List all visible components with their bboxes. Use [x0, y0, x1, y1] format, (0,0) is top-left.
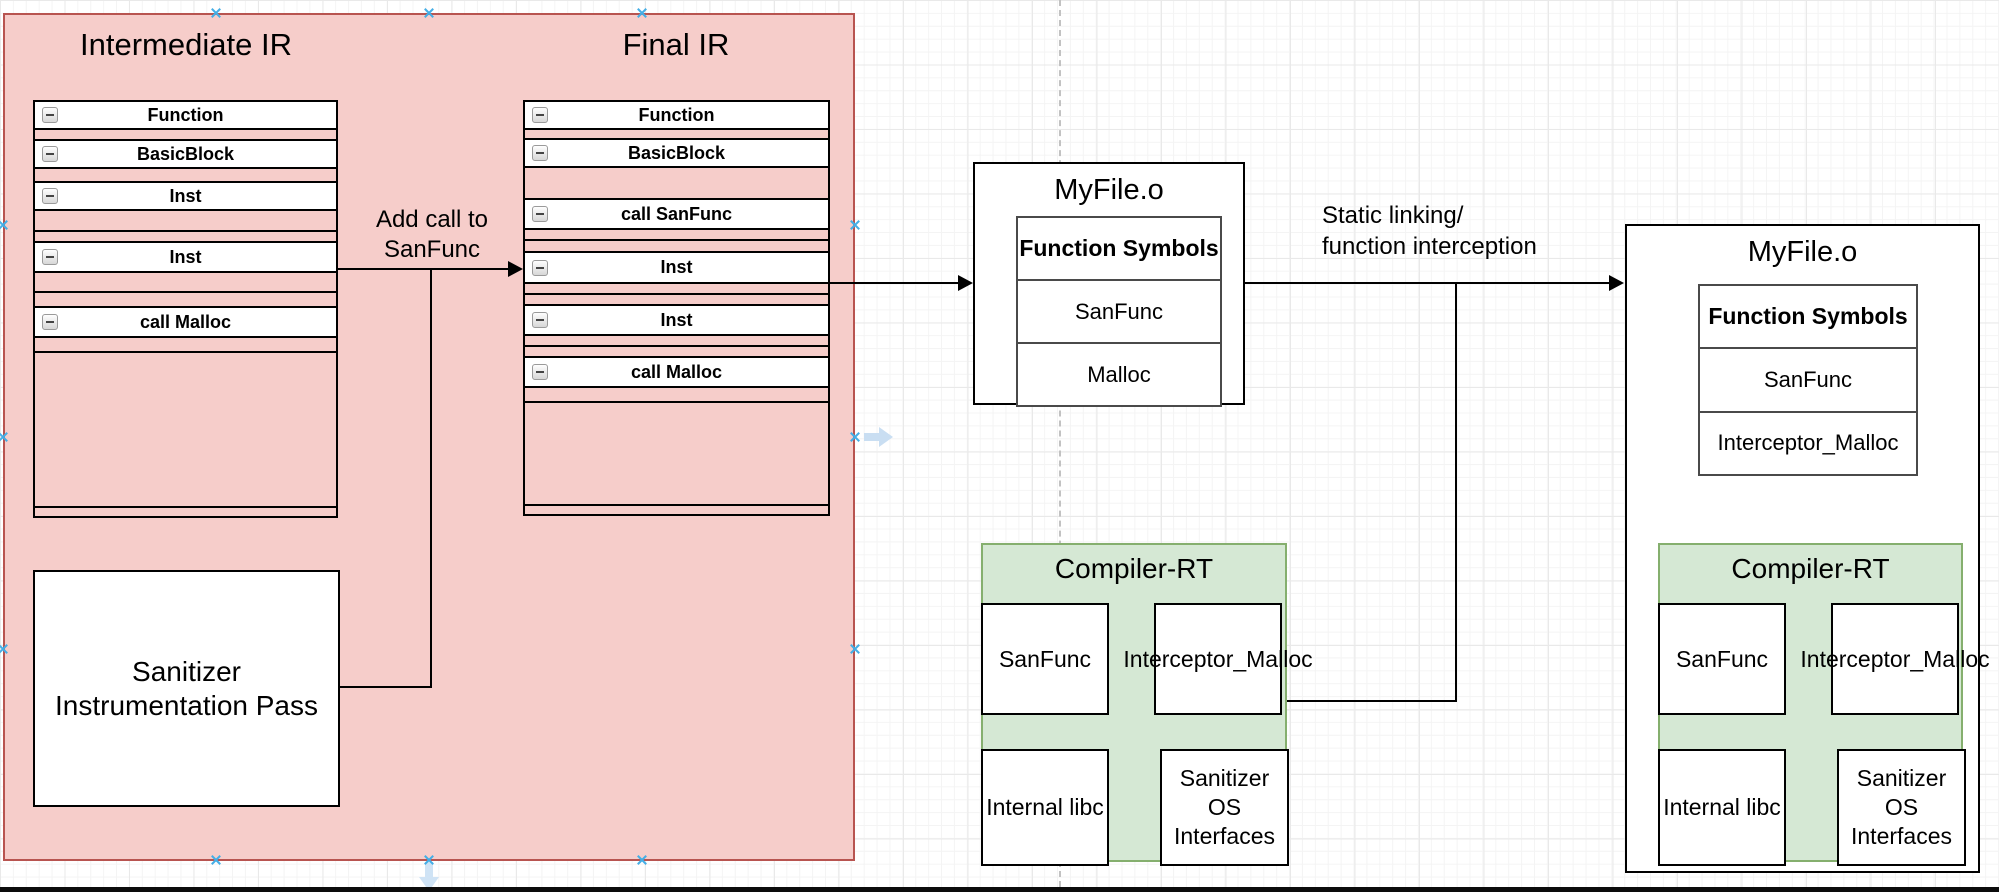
object-file-right-title: MyFile.o	[1747, 236, 1858, 268]
ir-list-spacer	[525, 403, 828, 506]
ir-list-item[interactable]: call SanFunc	[525, 200, 828, 230]
connector-sanitizer-branch-horizontal[interactable]	[340, 686, 432, 688]
collapse-minus-icon[interactable]	[532, 312, 548, 328]
compiler-rt-cell[interactable]: Internal libc	[1658, 749, 1786, 866]
ir-list-spacer	[525, 168, 828, 200]
collapse-minus-icon[interactable]	[42, 146, 58, 162]
intermediate-ir-title: Intermediate IR	[80, 27, 292, 62]
symbol-table-row[interactable]: Malloc	[1018, 342, 1220, 405]
collapse-minus-icon[interactable]	[532, 259, 548, 276]
ir-item-label: call SanFunc	[620, 203, 733, 224]
ir-list-spacer	[35, 130, 336, 141]
ir-list-spacer	[525, 336, 828, 347]
ir-list-spacer	[525, 347, 828, 358]
final-ir-title: Final IR	[622, 27, 730, 62]
collapse-minus-icon[interactable]	[532, 107, 548, 123]
ir-list-spacer	[525, 130, 828, 140]
symbol-table-row[interactable]: SanFunc	[1018, 279, 1220, 342]
compiler-rt-cell[interactable]: Interceptor_Malloc	[1800, 603, 1990, 715]
ir-list-item[interactable]: call Malloc	[35, 308, 336, 338]
ir-item-label: Inst	[660, 257, 693, 277]
compiler-rt-cell[interactable]: SanFunc	[1658, 603, 1786, 715]
ir-list-spacer	[35, 508, 336, 516]
ir-list-spacer	[35, 338, 336, 353]
ir-list-item[interactable]: Inst	[35, 183, 336, 211]
ir-item-label: call Malloc	[630, 361, 723, 382]
compiler-rt-cell[interactable]: Internal libc	[981, 749, 1109, 866]
ir-item-label: Function	[147, 104, 224, 125]
ir-item-label: Inst	[169, 185, 202, 206]
ir-item-label: BasicBlock	[627, 142, 726, 163]
ir-list-spacer	[525, 284, 828, 295]
compiler-rt-cell[interactable]: Sanitizer OS Interfaces	[1160, 749, 1289, 866]
ir-list-item[interactable]: Function	[35, 102, 336, 130]
ir-list-spacer	[525, 388, 828, 403]
ir-list-spacer	[35, 169, 336, 183]
ir-list-item[interactable]: Function	[525, 102, 828, 130]
arrowhead-into-objfile-right-icon	[1609, 275, 1624, 291]
ir-list-item[interactable]: Inst	[35, 243, 336, 273]
arrowhead-into-objfile-mid-icon	[958, 275, 973, 291]
ir-list-spacer	[35, 232, 336, 243]
ir-item-label: call Malloc	[139, 311, 232, 332]
connector-compilerrt-branch-vertical[interactable]	[1455, 282, 1457, 702]
ir-list-spacer	[35, 273, 336, 293]
compiler-rt-cell[interactable]: Interceptor_Malloc	[1123, 603, 1313, 715]
ir-list-item[interactable]: Inst	[525, 253, 828, 284]
collapse-minus-icon[interactable]	[532, 364, 548, 380]
connector-sanitizer-branch-vertical[interactable]	[430, 268, 432, 688]
ir-list-spacer	[525, 241, 828, 253]
compiler-rt-cell[interactable]: SanFunc	[981, 603, 1109, 715]
arrowhead-into-finalir-icon	[508, 261, 523, 277]
connector-compilerrt-branch-horizontal[interactable]	[1287, 700, 1457, 702]
collapse-minus-icon[interactable]	[42, 107, 58, 123]
symbol-table-row[interactable]: Interceptor_Malloc	[1700, 410, 1916, 474]
ir-list-item[interactable]: BasicBlock	[35, 141, 336, 169]
ir-item-label: BasicBlock	[136, 143, 235, 164]
collapse-minus-icon[interactable]	[532, 206, 548, 222]
collapse-minus-icon[interactable]	[42, 249, 58, 265]
connector-inst-to-finalir[interactable]	[338, 268, 510, 270]
page-boundary-divider	[1059, 0, 1061, 887]
ir-list-item[interactable]: BasicBlock	[525, 140, 828, 168]
ir-list-spacer	[525, 506, 828, 514]
ir-item-label: Inst	[660, 309, 693, 330]
compiler-rt-right-title: Compiler-RT	[1731, 553, 1890, 584]
ir-list-spacer	[525, 230, 828, 241]
collapse-minus-icon[interactable]	[532, 145, 548, 161]
ir-list-item[interactable]: Inst	[525, 306, 828, 336]
sanitizer-pass-box[interactable]: Sanitizer Instrumentation Pass	[33, 570, 340, 807]
ir-item-label: Function	[638, 104, 715, 125]
ir-list-spacer	[35, 293, 336, 308]
ir-list-spacer	[525, 295, 828, 306]
ir-list-spacer	[35, 353, 336, 508]
static-linking-label: Static linking/ function interception	[1322, 202, 1537, 260]
compiler-rt-mid-title: Compiler-RT	[1054, 553, 1214, 584]
sanitizer-pass-label: Sanitizer Instrumentation Pass	[54, 655, 319, 721]
collapse-minus-icon[interactable]	[42, 188, 58, 204]
connector-finalir-to-objfile[interactable]	[830, 282, 960, 284]
screen-bottom-bar	[0, 887, 1999, 892]
ir-list-item[interactable]: call Malloc	[525, 358, 828, 388]
symbol-table-row[interactable]: SanFunc	[1700, 347, 1916, 410]
ir-item-label: Inst	[169, 246, 202, 267]
symbol-table-header[interactable]: Function Symbols	[1019, 235, 1219, 261]
compiler-rt-cell[interactable]: Sanitizer OS Interfaces	[1837, 749, 1966, 866]
collapse-minus-icon[interactable]	[42, 314, 58, 330]
clone-right-hint-arrow-icon[interactable]	[864, 427, 894, 447]
ir-list-spacer	[35, 211, 336, 232]
connector-objfile-to-linked[interactable]	[1245, 282, 1611, 284]
object-file-mid-title: MyFile.o	[1054, 174, 1164, 206]
add-call-sanfunc-label: Add call to SanFunc	[375, 206, 489, 263]
symbol-table-header[interactable]: Function Symbols	[1708, 303, 1908, 330]
